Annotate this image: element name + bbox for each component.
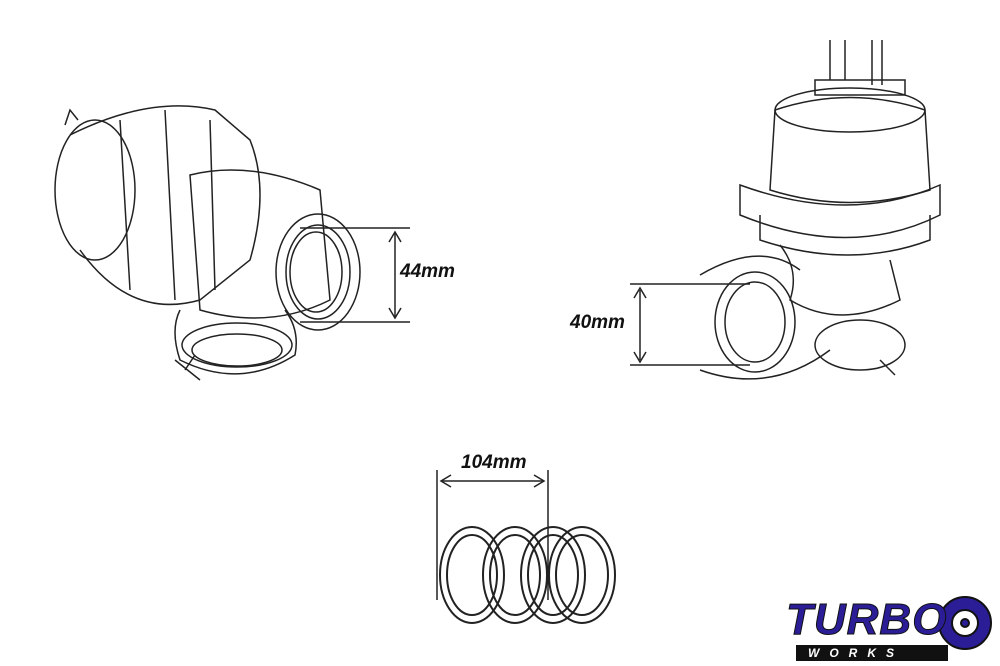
right-dimension-label: 40mm — [570, 312, 625, 333]
spring-dimension-label: 104mm — [461, 452, 527, 473]
spring-sketch — [439, 526, 616, 624]
spring-dimension — [436, 470, 549, 600]
logo-sub-text: WORKS — [796, 645, 948, 661]
turboworks-logo: TURBO WORKS — [780, 595, 995, 664]
left-wastegate-sketch — [54, 105, 361, 381]
right-dimension — [630, 283, 750, 366]
logo-turbo-icon — [938, 596, 992, 650]
left-dimension-label: 44mm — [400, 261, 455, 282]
right-wastegate-sketch — [699, 40, 941, 380]
logo-main-text: TURBO — [785, 595, 948, 644]
left-dimension — [300, 227, 410, 323]
